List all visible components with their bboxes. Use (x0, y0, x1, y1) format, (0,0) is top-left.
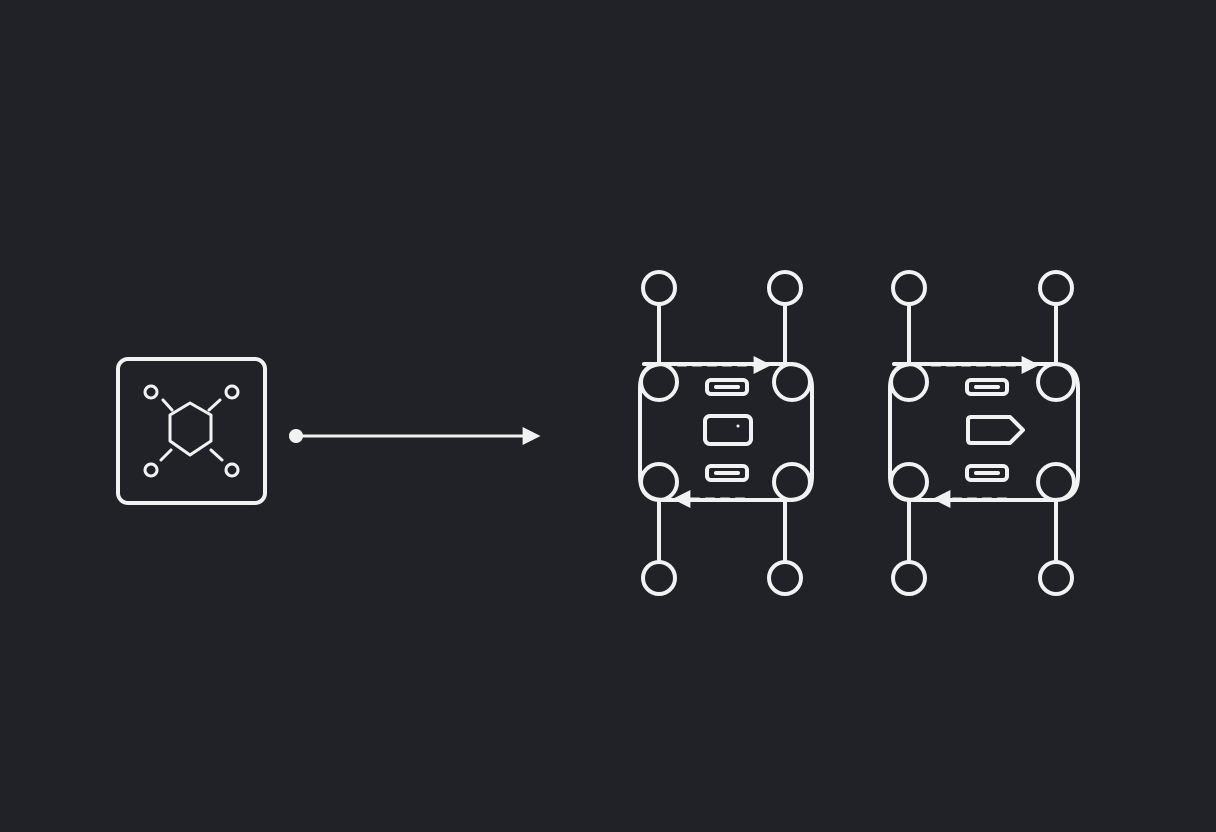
terminal-node (767, 560, 803, 596)
corner-node (1036, 462, 1076, 502)
terminal-node (641, 270, 677, 306)
terminal-node (1038, 270, 1074, 306)
corner-node (889, 362, 929, 402)
source-frame (116, 357, 267, 505)
terminal-node (891, 270, 927, 306)
terminal-node (891, 560, 927, 596)
corner-node (889, 462, 929, 502)
arrow-connector-icon (289, 427, 541, 445)
corner-node (639, 462, 679, 502)
corner-node (1036, 362, 1076, 402)
tag-icon (966, 415, 1025, 445)
terminal-node (641, 560, 677, 596)
corner-node (772, 462, 812, 502)
card-icon (703, 414, 753, 446)
module-a (638, 270, 814, 596)
terminal-node (767, 270, 803, 306)
module-b (888, 270, 1080, 596)
corner-node (772, 362, 812, 402)
slot-icon (965, 464, 1009, 482)
corner-node (639, 362, 679, 402)
source-node (116, 357, 267, 505)
slot-icon (705, 378, 749, 396)
terminal-node (1038, 560, 1074, 596)
slot-icon (965, 378, 1009, 396)
molecule-network-icon (143, 384, 240, 478)
slot-icon (705, 464, 749, 482)
